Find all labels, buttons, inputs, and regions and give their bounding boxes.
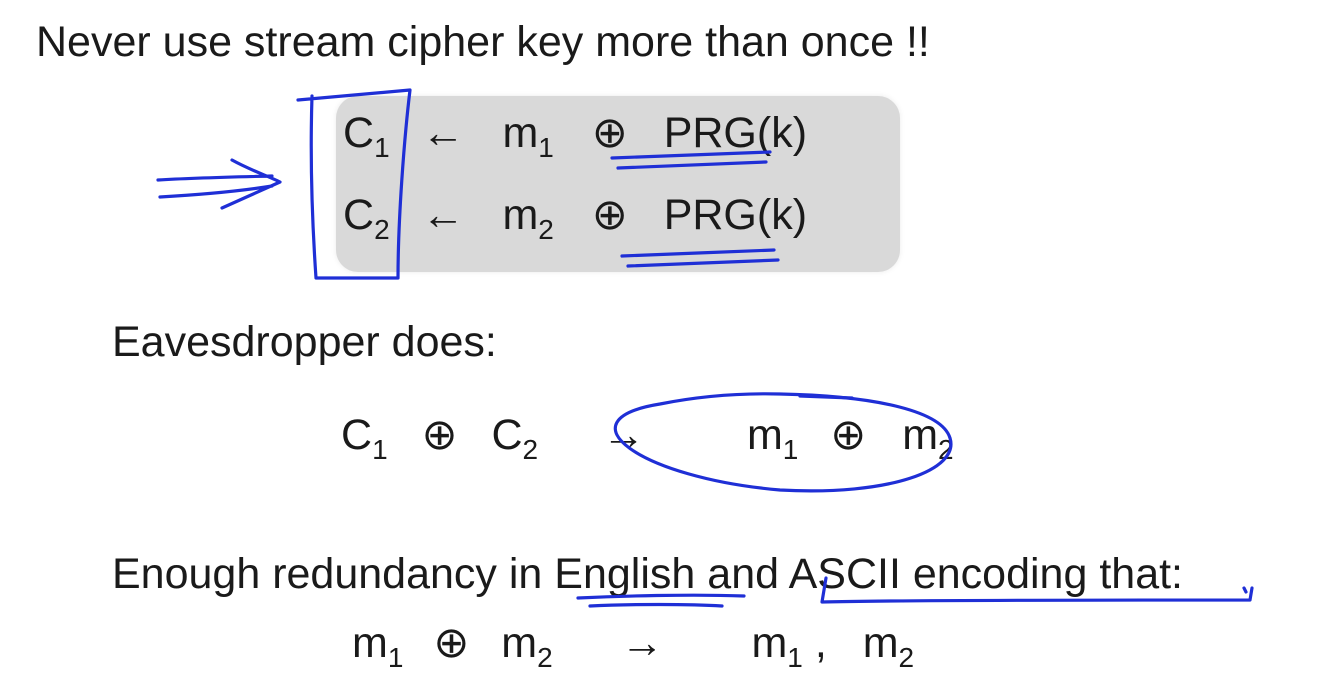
equation-row-1: C1 ← m1 ⊕ PRG(k) [343,108,808,163]
english-word: English [554,550,696,598]
prg-k: PRG(k) [663,109,808,157]
message-m1: m1 [352,619,404,673]
redundancy-sentence: Enough redundancy in English and ASCII e… [112,550,1183,599]
equation-row-2: C2 ← m2 ⊕ PRG(k) [343,190,808,245]
equation-box [336,96,900,272]
left-arrow: ← [421,191,465,239]
message-m2: m2 [862,619,915,673]
xor-operator: ⊕ [591,109,628,157]
message-m1: m1 [502,109,554,163]
message-m2: m2 [502,191,554,245]
message-m2: m2 [501,619,553,673]
xor-operator: ⊕ [830,411,867,459]
prg-k: PRG(k) [663,191,808,239]
xor-operator: ⊕ [421,411,458,459]
ciphertext-c2: C2 [343,191,390,245]
message-m1: m1 [746,411,799,465]
ink-dot [1242,586,1248,594]
ciphertext-c2: C2 [491,411,539,465]
ink-double-arrow-icon [156,158,282,210]
ciphertext-c1: C1 [341,411,388,465]
eavesdropper-heading: Eavesdropper does: [112,318,497,366]
ciphertext-c1: C1 [343,109,390,163]
slide-title: Never use stream cipher key more than on… [36,18,930,66]
left-arrow: ← [421,109,465,157]
right-arrow: → [620,619,664,667]
redundancy-text: Enough redundancy in [112,550,555,598]
message-m1: m1 [751,619,803,673]
and-word: and [695,550,789,598]
comma: , [814,619,827,667]
xor-operator: ⊕ [433,619,470,667]
eavesdropper-equation: C1 ⊕ C2 → m1 ⊕ m2 [341,410,954,465]
recovery-equation: m1 ⊕ m2 → m1 , m2 [352,618,915,673]
ascii-phrase: ASCII encoding that: [788,550,1184,598]
ink-tick [798,394,854,400]
right-arrow: → [602,411,646,459]
message-m2: m2 [902,411,954,465]
xor-operator: ⊕ [591,191,628,239]
